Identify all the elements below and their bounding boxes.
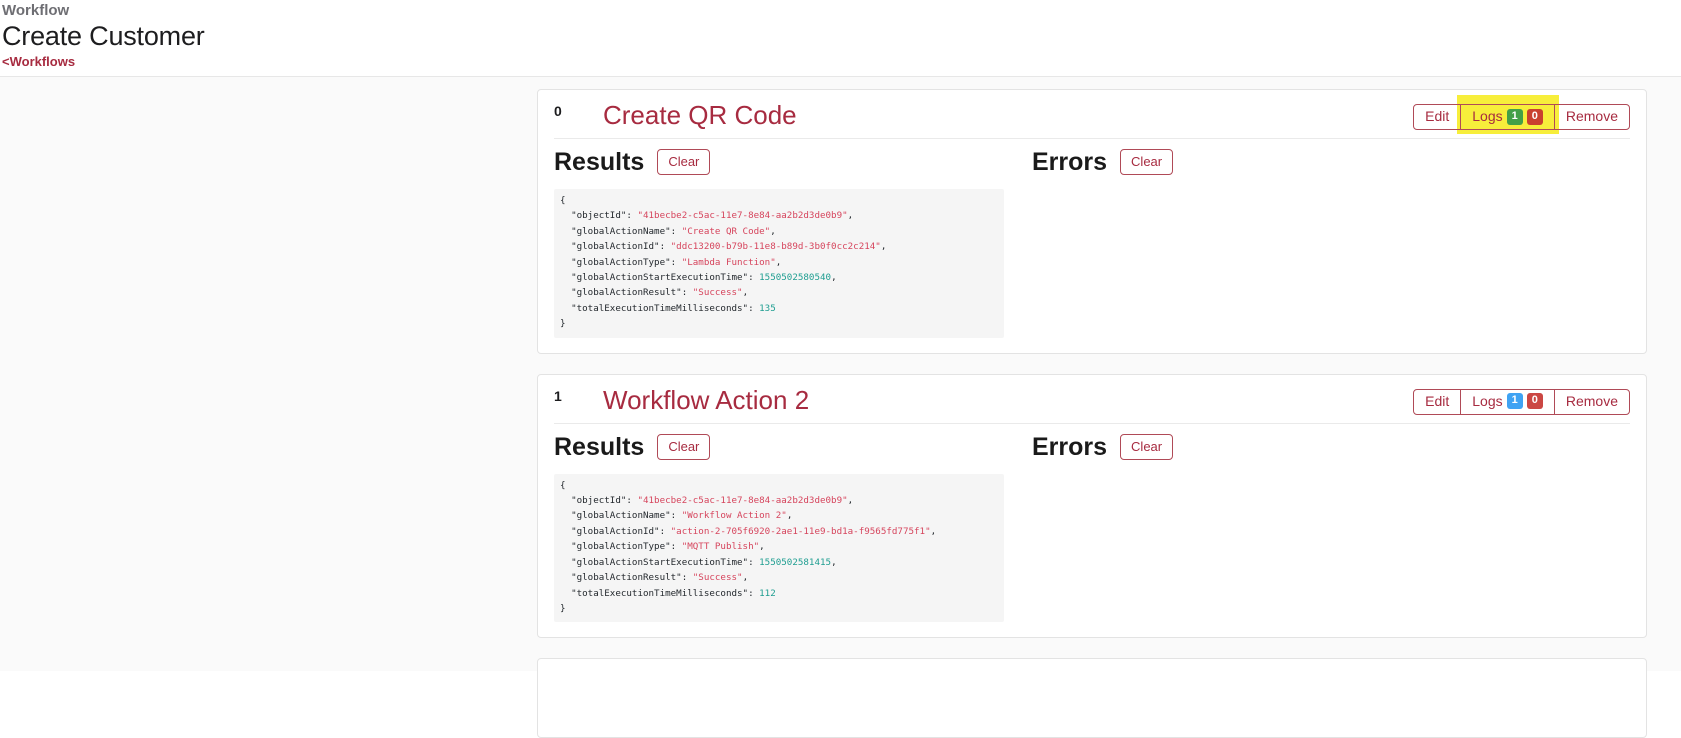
- edit-button[interactable]: Edit: [1413, 388, 1462, 415]
- content-area: 0 Create QR Code Edit Logs 1 0 Remove Re…: [0, 77, 1681, 738]
- errors-column: Errors Clear: [1032, 432, 1630, 623]
- logs-error-count-badge: 0: [1526, 108, 1543, 125]
- action-card-header: 1 Workflow Action 2 Edit Logs 1 0 Remove: [538, 375, 1646, 423]
- logs-button[interactable]: Logs 1 0: [1457, 95, 1559, 134]
- results-column: Results Clear { "objectId": "41becbe2-c5…: [554, 147, 1004, 338]
- clear-results-button[interactable]: Clear: [657, 433, 711, 460]
- back-to-workflows-link[interactable]: <Workflows: [2, 54, 76, 69]
- results-heading: Results: [554, 148, 645, 176]
- page-title: Create Customer: [2, 21, 205, 51]
- action-card-header: 0 Create QR Code Edit Logs 1 0 Remove: [538, 90, 1646, 138]
- logs-success-count-badge: 1: [1506, 108, 1523, 125]
- action-index: 1: [554, 387, 562, 404]
- clear-errors-button[interactable]: Clear: [1120, 433, 1174, 460]
- action-index: 0: [554, 103, 562, 119]
- action-title: Create QR Code: [603, 100, 797, 130]
- errors-heading: Errors: [1032, 432, 1108, 461]
- logs-error-count-badge: 0: [1526, 393, 1543, 410]
- workflow-actions-list: 0 Create QR Code Edit Logs 1 0 Remove Re…: [537, 89, 1647, 639]
- action-card-body: Results Clear { "objectId": "41becbe2-c5…: [538, 139, 1646, 353]
- action-buttons-group: Edit Logs 1 0 Remove: [1413, 388, 1630, 415]
- errors-column: Errors Clear: [1032, 147, 1630, 338]
- errors-heading: Errors: [1032, 148, 1108, 176]
- results-heading: Results: [554, 432, 645, 461]
- results-json-output: { "objectId": "41becbe2-c5ac-11e7-8e84-a…: [554, 189, 1004, 338]
- logs-button-label: Logs: [1472, 392, 1503, 409]
- clear-results-button[interactable]: Clear: [657, 149, 711, 175]
- workflow-action-card: 0 Create QR Code Edit Logs 1 0 Remove Re…: [537, 89, 1647, 354]
- card-header-divider: [554, 422, 1630, 424]
- next-action-card-partial: [537, 658, 1647, 738]
- action-title: Workflow Action 2: [603, 384, 810, 415]
- edit-button[interactable]: Edit: [1413, 104, 1462, 130]
- remove-button[interactable]: Remove: [1553, 104, 1630, 130]
- logs-button[interactable]: Logs 1 0: [1460, 388, 1555, 415]
- page-header: Workflow Create Customer <Workflows: [0, 0, 1681, 77]
- workflow-action-card: 1 Workflow Action 2 Edit Logs 1 0 Remove…: [537, 373, 1647, 639]
- clear-errors-button[interactable]: Clear: [1120, 149, 1174, 175]
- logs-button-label: Logs: [1472, 108, 1503, 124]
- workflow-eyebrow: Workflow: [2, 2, 70, 19]
- results-column: Results Clear { "objectId": "41becbe2-c5…: [554, 432, 1004, 623]
- remove-button[interactable]: Remove: [1553, 388, 1630, 415]
- logs-success-count-badge: 1: [1506, 393, 1523, 410]
- results-json-output: { "objectId": "41becbe2-c5ac-11e7-8e84-a…: [554, 473, 1004, 623]
- action-card-body: Results Clear { "objectId": "41becbe2-c5…: [538, 424, 1646, 638]
- card-header-divider: [554, 138, 1630, 139]
- action-buttons-group: Edit Logs 1 0 Remove: [1413, 95, 1630, 134]
